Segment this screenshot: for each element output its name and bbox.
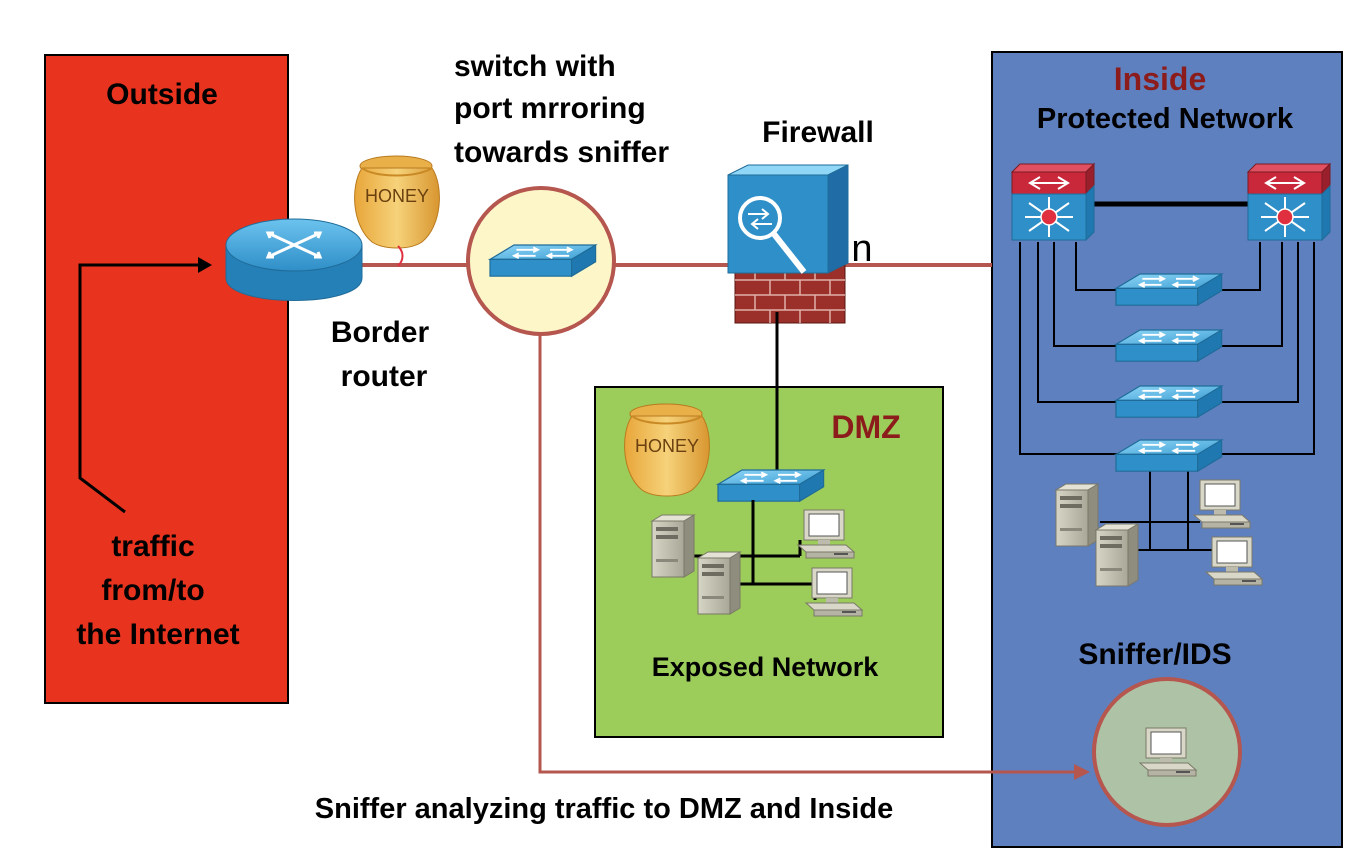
border-router — [225, 218, 363, 301]
inside-title: Inside — [1114, 61, 1206, 97]
honeypot-outer-link — [397, 245, 404, 267]
traffic-label-line-1: traffic — [111, 530, 194, 563]
border-router-label-line-1: Border — [331, 316, 430, 349]
inside-access-switch-1 — [1115, 273, 1223, 307]
honeypot-outer-label: HONEY — [365, 186, 429, 206]
dmz-server-1 — [651, 514, 695, 578]
inside-access-switch-2 — [1115, 329, 1223, 363]
traffic-arrow — [78, 263, 200, 514]
border-router-label-line-2: router — [341, 360, 428, 393]
mirror-switch-label-line-1: switch with — [454, 50, 616, 83]
firewall-side-mark: n — [851, 228, 872, 270]
traffic-label-line-3: the Internet — [76, 618, 239, 651]
dmz-title: DMZ — [831, 409, 900, 445]
firewall-label: Firewall — [762, 116, 874, 149]
inside-wiring — [1019, 242, 1315, 551]
inside-access-switch-3 — [1115, 385, 1223, 419]
inside-core-switch-right — [1247, 163, 1331, 241]
dmz-subtitle: Exposed Network — [652, 652, 880, 682]
inside-core-switch-left — [1011, 163, 1095, 241]
honeypot-outer: HONEY — [353, 155, 441, 249]
mirror-switch-label-line-2: port mrroring — [454, 92, 646, 125]
dmz-switch — [717, 469, 825, 503]
traffic-label-line-2: from/to — [101, 574, 204, 607]
mirror-switch — [489, 244, 597, 278]
mirror-switch-label-line-3: towards sniffer — [454, 136, 669, 169]
honeypot-dmz-label: HONEY — [635, 436, 699, 456]
caption: Sniffer analyzing traffic to DMZ and Ins… — [315, 793, 893, 825]
firewall — [727, 164, 849, 324]
traffic-arrowhead — [198, 257, 212, 273]
outside-title: Outside — [106, 78, 218, 111]
inside-server-1 — [1055, 483, 1099, 547]
sniffer-label: Sniffer/IDS — [1078, 638, 1231, 671]
mirror-link-arrowhead — [1074, 764, 1090, 780]
inside-server-2 — [1095, 523, 1139, 587]
mirror-link — [538, 275, 1080, 774]
inside-access-switch-4 — [1115, 439, 1223, 473]
honeypot-dmz: HONEY — [623, 403, 711, 497]
outside-zone — [44, 54, 289, 704]
inside-subtitle: Protected Network — [1037, 103, 1294, 135]
dmz-server-2 — [697, 551, 741, 615]
